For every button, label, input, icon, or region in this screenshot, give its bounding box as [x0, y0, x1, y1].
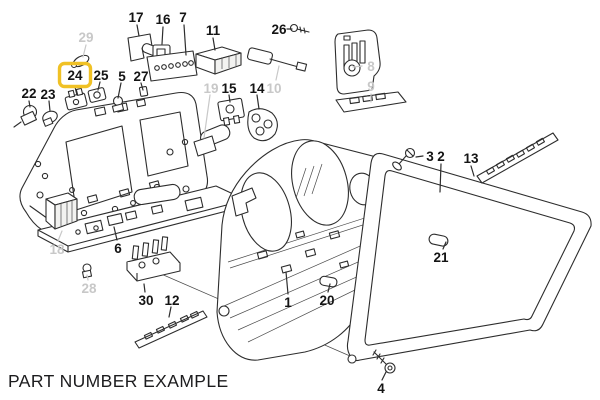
part-18-relay-drawing	[45, 192, 78, 230]
part-3-screw-drawing	[392, 147, 416, 171]
part-label-18[interactable]: 18	[49, 242, 65, 257]
part-label-11[interactable]: 11	[206, 23, 221, 38]
leader-line-18	[57, 230, 63, 242]
highlight-box	[57, 61, 93, 89]
part-4-screw-drawing	[372, 349, 396, 374]
part-label-12[interactable]: 12	[164, 293, 179, 308]
part-label-27[interactable]: 27	[133, 69, 148, 84]
leader-line-2	[439, 163, 442, 193]
part-label-13[interactable]: 13	[463, 151, 479, 166]
leader-line-21	[442, 241, 447, 250]
part-19-motor-drawing	[193, 124, 231, 157]
leader-line-3	[415, 155, 424, 158]
leader-line-11	[212, 37, 216, 51]
leader-line-8	[352, 65, 363, 68]
leader-line-19	[203, 94, 211, 139]
part-label-23[interactable]: 23	[40, 87, 56, 102]
part-label-21[interactable]: 21	[433, 250, 449, 265]
part-label-4[interactable]: 4	[377, 381, 385, 396]
leader-line-22	[28, 100, 31, 108]
part-label-15[interactable]: 15	[221, 81, 237, 96]
part-label-8[interactable]: 8	[367, 59, 375, 74]
leader-line-12	[168, 306, 172, 318]
part-label-28[interactable]: 28	[81, 281, 97, 296]
part-25-socket-drawing	[87, 87, 107, 103]
part-label-20[interactable]: 20	[319, 293, 334, 308]
part-label-6[interactable]: 6	[114, 241, 122, 256]
part-7-drawing	[146, 50, 198, 82]
leader-line-1	[285, 271, 289, 295]
part-label-16[interactable]: 16	[155, 12, 171, 27]
leader-line-28	[86, 274, 89, 281]
part-13-strip-drawing	[476, 132, 559, 184]
part-label-26[interactable]: 26	[271, 22, 287, 37]
part-12-strip-drawing	[134, 310, 208, 349]
part-23-socket-drawing	[42, 110, 58, 127]
part-label-24[interactable]: 24	[67, 68, 83, 83]
part-label-17[interactable]: 17	[128, 10, 143, 25]
leader-line-20	[327, 283, 331, 293]
part-label-10[interactable]: 10	[266, 81, 281, 96]
lens-frame-drawing	[346, 152, 592, 364]
leader-line-6	[113, 226, 118, 241]
leader-line-17	[136, 24, 140, 37]
part-label-14[interactable]: 14	[249, 81, 265, 96]
leader-line-25	[97, 81, 101, 91]
part-label-22[interactable]: 22	[21, 86, 36, 101]
part-10-sensor-drawing	[246, 47, 308, 72]
part-label-25[interactable]: 25	[93, 68, 109, 83]
leader-line-23	[48, 100, 51, 112]
part-29-bulb-drawing	[70, 54, 90, 69]
part-label-7[interactable]: 7	[179, 10, 187, 25]
part-24-socket-drawing	[64, 87, 88, 111]
part-11-drawing	[195, 46, 242, 75]
part-label-30[interactable]: 30	[138, 293, 153, 308]
part-21-pin-drawing	[428, 233, 449, 247]
leader-line-4	[381, 371, 387, 381]
part-label-2[interactable]: 2	[437, 149, 445, 164]
part-30-block-drawing	[126, 236, 181, 282]
leader-line-7	[183, 24, 187, 56]
part-label-9[interactable]: 9	[367, 79, 375, 94]
part-label-5[interactable]: 5	[118, 69, 126, 84]
leader-line-30	[143, 283, 146, 293]
leader-line-24	[74, 86, 78, 96]
part-8-regulator-drawing	[334, 29, 381, 95]
part-label-3[interactable]: 3	[426, 149, 434, 164]
part-5-bulb-drawing	[111, 95, 125, 113]
part-22-socket-drawing	[13, 104, 38, 128]
caption-part-number-example: PART NUMBER EXAMPLE	[8, 371, 229, 391]
part-15-switch-drawing	[217, 97, 245, 126]
part-label-1[interactable]: 1	[284, 295, 292, 310]
leader-line-29	[82, 44, 87, 58]
leader-line-10	[275, 65, 280, 81]
part-label-19[interactable]: 19	[203, 81, 218, 96]
leader-line-14	[256, 94, 260, 110]
part-14-bracket-drawing	[247, 108, 278, 142]
leader-lines	[28, 24, 475, 381]
part-27-clip-drawing	[138, 85, 149, 97]
leader-line-16	[161, 26, 164, 45]
leader-line-27	[140, 82, 144, 91]
part-label-29[interactable]: 29	[78, 30, 93, 45]
part-26-screw-drawing	[289, 23, 310, 34]
leader-line-15	[228, 94, 231, 103]
part-20-pin-drawing	[319, 275, 338, 288]
leader-line-5	[117, 82, 122, 99]
leader-line-13	[470, 165, 475, 177]
